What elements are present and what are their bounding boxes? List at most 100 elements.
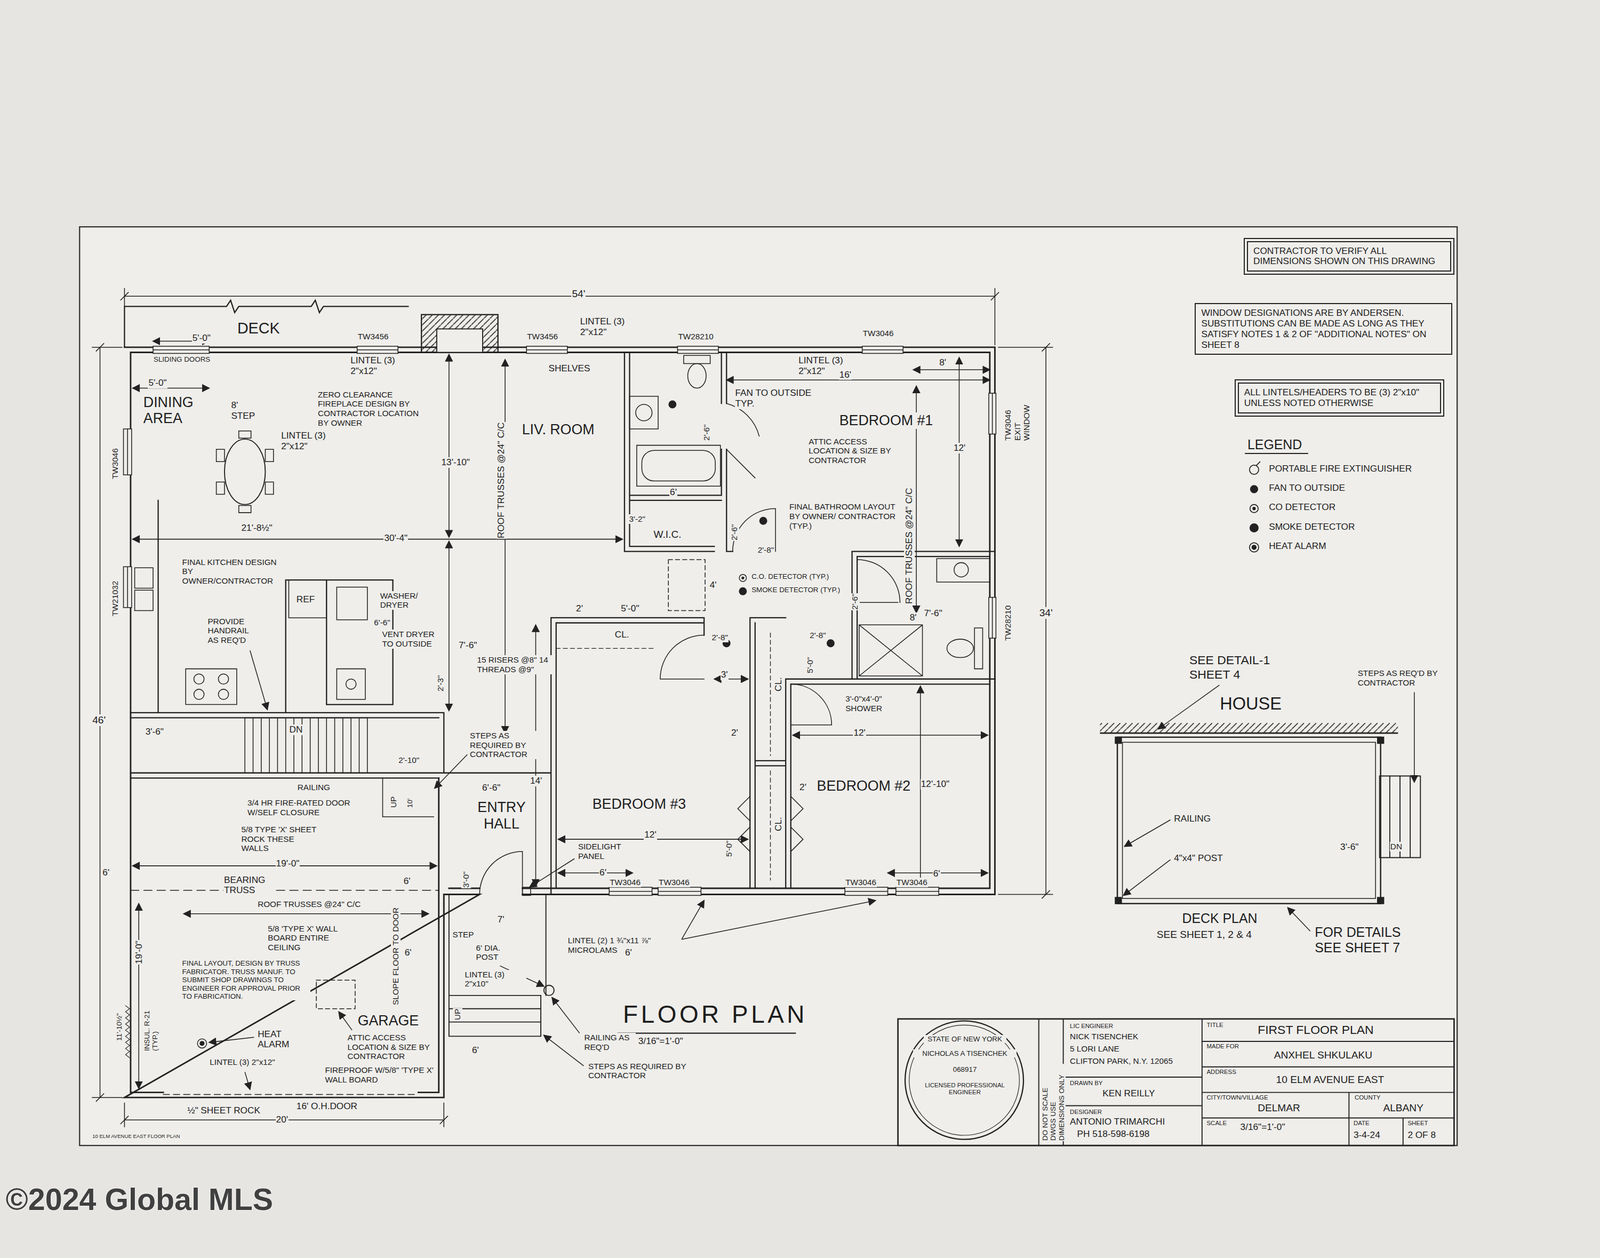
door-swing (479, 403, 900, 894)
plan-label: FIRST FLOOR PLAN (1257, 1022, 1375, 1037)
label-anchor: 5'-0" (192, 332, 212, 344)
legend-symbol (1250, 523, 1259, 532)
plan-label: TW3046 (609, 877, 642, 887)
plan-label: MADE FOR (1205, 1042, 1240, 1050)
plan-label: ADDRESS (1205, 1068, 1237, 1076)
label-anchor: BEDROOM #2 (816, 777, 912, 795)
plan-label: 2'-8" (809, 630, 827, 640)
plan-label: REF (296, 594, 316, 605)
label-anchor: TW28210 (677, 331, 714, 342)
plan-label: 3'-6" (1339, 841, 1359, 853)
plan-label: RAILING AS REQ'D (583, 1032, 636, 1052)
label-anchor: UP (388, 808, 402, 818)
plan-label: CL. (773, 676, 784, 692)
co-detector-symbol (739, 574, 747, 582)
plan-label: ATTIC ACCESS LOCATION & SIZE BY CONTRACT… (347, 1032, 436, 1061)
plan-label: 7'-6" (923, 608, 943, 619)
plan-label: 6' (624, 947, 633, 958)
label-anchor: STEP (452, 929, 475, 940)
label-anchor: LINTEL (3) 2"x12" (579, 316, 653, 338)
plan-label: TITLE (1205, 1021, 1224, 1029)
label-anchor: 5/8 TYPE 'X' SHEET ROCK THESE WALLS (241, 824, 324, 853)
plan-label: 34' (1038, 606, 1054, 619)
plan-label: FINAL BATHROOM LAYOUT BY OWNER/ CONTRACT… (788, 501, 902, 531)
plan-label: W.I.C. (652, 528, 682, 541)
legend-symbol (1249, 465, 1259, 475)
legend-text: CO DETECTOR (1268, 501, 1336, 513)
plan-label: 2'-6" (729, 523, 740, 541)
leader-line (681, 900, 704, 940)
label-anchor: 6' (624, 947, 633, 958)
label-anchor: 3'-6" (1339, 841, 1359, 853)
label-anchor: 2'-8" (757, 545, 775, 555)
plan-label: DN (288, 724, 303, 735)
plan-label: ZERO CLEARANCE FIREPLACE DESIGN BY CONTR… (317, 389, 421, 428)
label-anchor: 6' (471, 1044, 480, 1056)
label-anchor: 30'-4" (383, 532, 408, 544)
house-hatch (1100, 722, 1399, 733)
tub-basin (641, 450, 716, 481)
plan-label: 2'-8" (757, 545, 775, 555)
heat-alarm-symbol (200, 1041, 205, 1046)
label-anchor: COUNTY (1354, 1093, 1381, 1101)
leader-line (244, 1071, 251, 1090)
plan-label: TW3046 (896, 877, 928, 887)
label-anchor: 12' (643, 829, 657, 840)
plan-label: LINTEL (2) 1 ¾"x11 ⅞" MICROLAMS (567, 935, 671, 955)
label-anchor: TW3046 (862, 328, 895, 339)
kitchen-fixtures (134, 567, 368, 704)
plan-label: RAILING (1173, 813, 1212, 824)
plan-label: BEARING TRUSS (223, 874, 276, 896)
label-anchor: 14' (529, 775, 543, 787)
label-anchor: SEE SHEET 1, 2 & 4 (1156, 928, 1253, 941)
note-box: WINDOW DESIGNATIONS ARE BY ANDERSEN. SUB… (1194, 302, 1452, 355)
bath-fixtures (629, 355, 990, 676)
label-anchor: 3-4-24 (1353, 1129, 1381, 1141)
deck-railing (1122, 741, 1376, 899)
deck-edge (124, 300, 408, 348)
plan-label: CITY/TOWN/VILLAGE (1205, 1093, 1269, 1101)
plan-label: 6' (932, 868, 941, 879)
plan-label: 6'-6" (373, 617, 391, 628)
label-anchor: TW3456 (526, 331, 559, 342)
label-anchor: FINAL KITCHEN DESIGN BY OWNER/CONTRACTOR (181, 557, 280, 586)
label-anchor: 10' (405, 808, 416, 816)
label-anchor: FINAL BATHROOM LAYOUT BY OWNER/ CONTRACT… (788, 501, 902, 531)
label-anchor: DRAWN BY (1069, 1079, 1103, 1087)
label-anchor: 3/4 HR FIRE-RATED DOOR W/SELF CLOSURE (246, 797, 360, 817)
toilet (688, 363, 707, 389)
plan-label: 5'-0" (805, 656, 815, 674)
fireplace (421, 314, 498, 353)
label-anchor: 2 OF 8 (1406, 1129, 1437, 1141)
label-anchor: HEAT ALARM (257, 1028, 294, 1051)
attic-access (668, 559, 706, 611)
plan-label: ROOF TRUSSES @24" C/C (496, 421, 507, 539)
label-anchor: 2'-8" (711, 632, 729, 643)
plan-label: 16' (838, 369, 852, 381)
plan-label: NICHOLAS A TISENCHEK (913, 1049, 1016, 1058)
plan-label: ½" SHEET ROCK (186, 1105, 261, 1116)
label-anchor: LINTEL (2) 1 ¾"x11 ⅞" MICROLAMS (567, 935, 671, 955)
label-anchor: CL. (773, 831, 789, 843)
label-anchor: DATE (1353, 1119, 1371, 1127)
plan-label: 12' (852, 727, 866, 739)
label-anchor: CLIFTON PARK, N.Y. 12065 (1069, 1056, 1174, 1066)
plan-label: 3/16"=1'-0" (1240, 1121, 1286, 1133)
front-steps (449, 893, 547, 1036)
plan-label: 3'-6" (145, 726, 165, 738)
lavatory (635, 404, 653, 421)
label-anchor: ATTIC ACCESS LOCATION & SIZE BY CONTRACT… (808, 436, 907, 466)
label-anchor: STEPS AS REQ'D BY CONTRACTOR (1357, 668, 1451, 687)
label-anchor: 16' (838, 369, 852, 381)
label-anchor: TW28210 (1003, 641, 1040, 651)
label-anchor: MADE FOR (1205, 1042, 1240, 1050)
post (544, 985, 555, 996)
label-anchor: 2' (798, 781, 807, 793)
bifold-door (737, 796, 803, 852)
drawing-title: FLOOR PLAN (622, 1000, 808, 1029)
burner (194, 673, 205, 684)
label-anchor: BEDROOM #1 (838, 412, 934, 429)
plan-label: 3/4 HR FIRE-RATED DOOR W/SELF CLOSURE (246, 797, 360, 817)
dimension-line (558, 872, 634, 874)
